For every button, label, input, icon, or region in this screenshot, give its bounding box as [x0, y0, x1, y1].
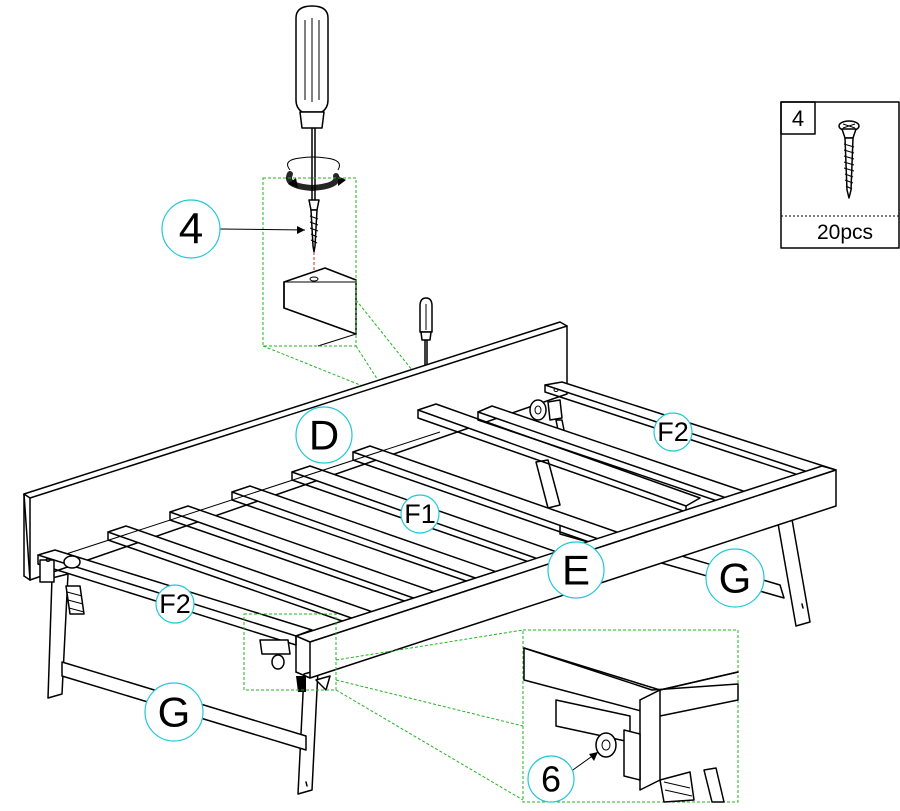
callout-caster: 6	[527, 751, 599, 803]
svg-text:F2: F2	[159, 589, 191, 619]
svg-text:D: D	[309, 412, 339, 459]
callout-leg-front: G	[144, 682, 204, 742]
svg-text:4: 4	[179, 205, 203, 254]
callout-leg-back: G	[705, 548, 765, 608]
svg-text:E: E	[562, 547, 590, 594]
detail-screw-icon	[308, 199, 320, 276]
callout-rail-back: F2	[653, 412, 693, 452]
rail-end-block	[283, 267, 357, 347]
callout-slat: F1	[400, 494, 440, 534]
detail-box-caster	[243, 613, 337, 691]
callout-headboard: D	[295, 406, 353, 464]
callout-side-rail: E	[547, 541, 605, 599]
parts-box: 4 20pcs	[780, 101, 900, 249]
svg-text:F2: F2	[657, 417, 689, 447]
svg-text:F1: F1	[404, 499, 436, 529]
caster-detail-inset	[522, 629, 739, 803]
svg-text:6: 6	[541, 759, 561, 800]
detail-box-screw	[262, 177, 357, 347]
rotation-arrow-icon	[286, 156, 346, 192]
callout-step-screw: 4	[161, 199, 306, 259]
svg-text:G: G	[719, 555, 752, 602]
slats	[59, 403, 753, 633]
part-number: 4	[792, 106, 804, 131]
screw-icon	[838, 120, 860, 199]
part-quantity: 20pcs	[817, 221, 873, 244]
callout-rail-front: F2	[155, 584, 195, 624]
screwdriver-icon	[295, 5, 329, 201]
svg-text:G: G	[158, 689, 191, 736]
headboard	[23, 321, 568, 581]
front-caster	[259, 639, 306, 692]
